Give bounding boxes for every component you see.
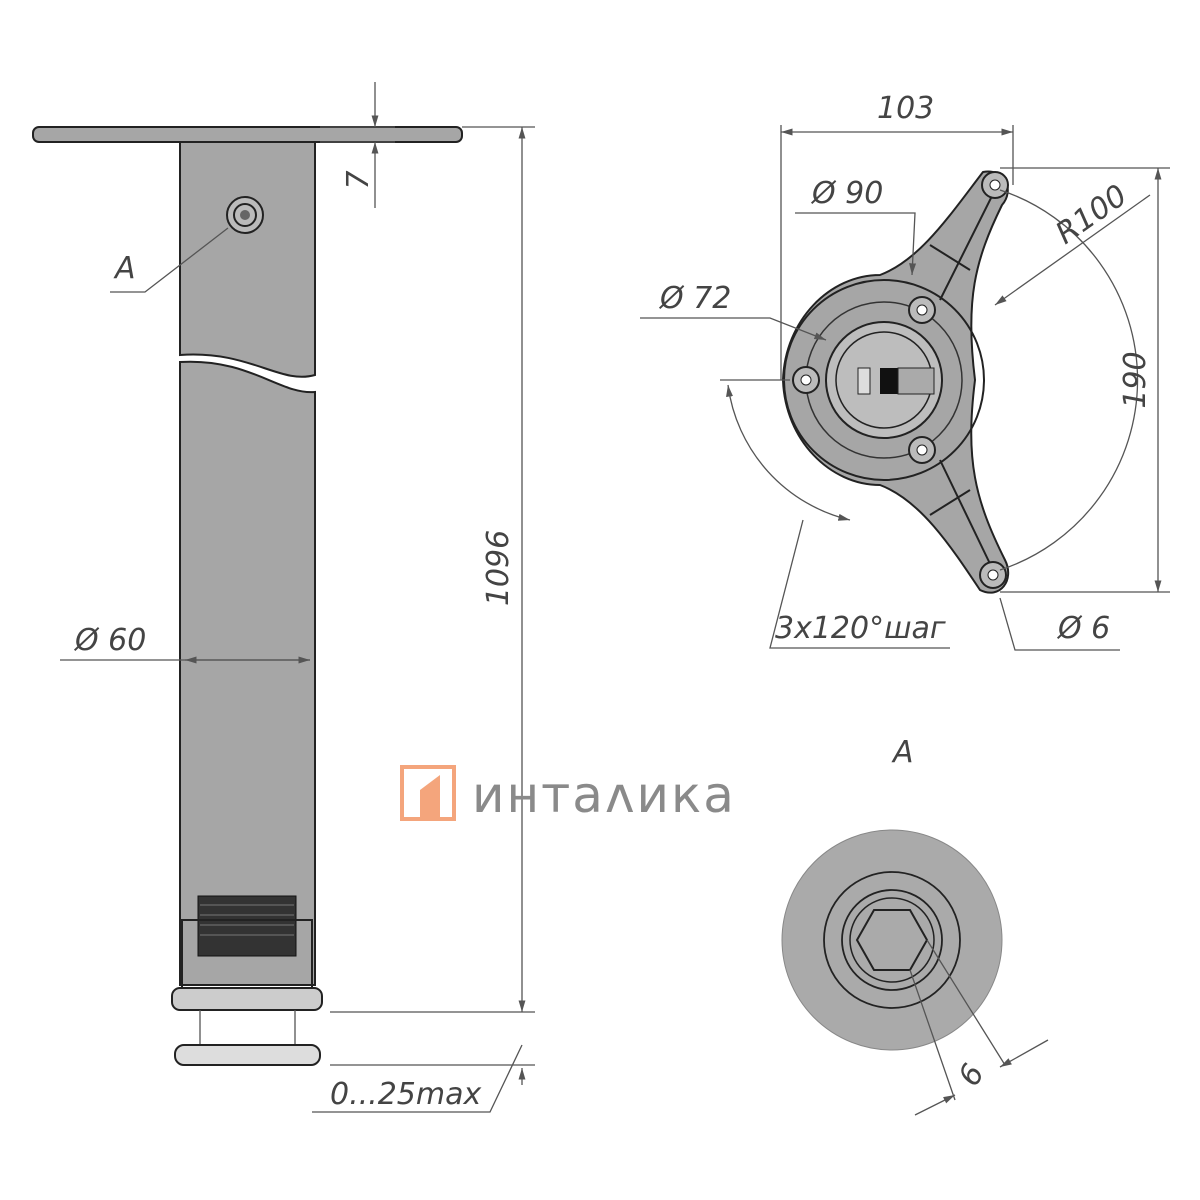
intalika-logo: интаʌика [400,765,736,824]
hole-icon [792,171,1009,589]
hex-size-label: 6 [952,1058,992,1092]
width-label: 103 [877,91,934,126]
hole-diameter-label: Ø 6 [1056,611,1110,646]
detail-ref-label: A [113,251,136,286]
hole-pattern-label: 3x120°шаг [775,611,946,646]
inner-diameter-label: Ø 72 [658,281,731,316]
outer-diameter-label: Ø 90 [810,176,883,211]
detail-a-view: A 6 [781,735,1049,1116]
mounting-plate [32,126,463,143]
tube-diameter-label: Ø 60 [73,623,146,658]
tube-upper [179,141,316,378]
adjustment-label: 0...25max [330,1077,481,1112]
plate-thickness-label: 7 [341,170,376,189]
foot-disk [174,1044,321,1066]
height-label: 1096 [481,530,516,606]
logo-text: интаʌика [472,766,736,824]
leg-side-view: 7 1096 Ø 60 A 0...25max [32,82,535,1113]
flange-top-view: 103 Ø 90 Ø 72 R100 190 3x120°шаг Ø 6 [640,91,1170,651]
adjustable-foot [171,895,323,1066]
tube-lower [179,360,316,986]
radius-label: R100 [1050,178,1134,251]
screw-icon [226,196,264,234]
detail-title: A [891,735,914,770]
height-label: 190 [1118,351,1153,408]
